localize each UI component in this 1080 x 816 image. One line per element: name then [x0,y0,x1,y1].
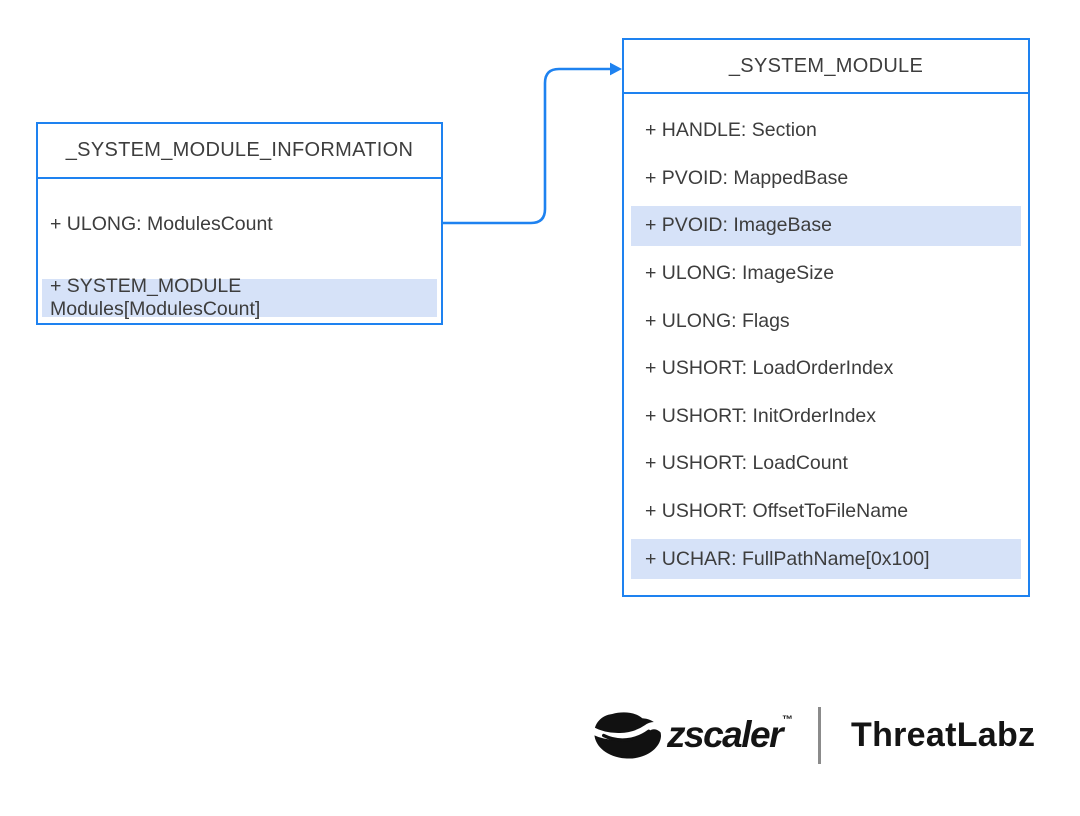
struct-field-row: + USHORT: LoadCount [645,452,848,475]
struct-field-row-highlighted: + SYSTEM_MODULE Modules[ModulesCount] [42,275,437,320]
struct-field-row: + USHORT: OffsetToFileName [645,500,909,523]
struct-box-system-module: _SYSTEM_MODULE + HANDLE: Section + PVOID… [622,38,1030,597]
struct-field-row: + USHORT: LoadOrderIndex [645,357,894,380]
brand-divider [818,706,821,764]
threatlabz-wordmark: ThreatLabz [851,715,1036,754]
struct-body: + ULONG: ModulesCount + SYSTEM_MODULE Mo… [38,202,441,320]
struct-field-row: + USHORT: InitOrderIndex [645,404,877,427]
struct-body: + HANDLE: Section + PVOID: MappedBase + … [624,94,1028,580]
struct-title: _SYSTEM_MODULE [624,40,1028,94]
struct-field-row: + HANDLE: Section [645,119,817,142]
brand-lockup: zscaler™ ThreatLabz [592,704,1035,766]
zscaler-cloud-swoosh-icon [592,711,664,759]
trademark-symbol: ™ [782,714,793,726]
struct-box-system-module-information: _SYSTEM_MODULE_INFORMATION + ULONG: Modu… [36,122,443,325]
struct-field-row: + PVOID: MappedBase [645,166,849,189]
zscaler-wordmark: zscaler™ [667,714,793,755]
struct-field-row: + ULONG: ModulesCount [50,212,273,235]
struct-field-row: + ULONG: Flags [645,309,790,332]
struct-field-row: + ULONG: ImageSize [645,262,835,285]
struct-title: _SYSTEM_MODULE_INFORMATION [38,124,441,179]
struct-field-row-highlighted: + UCHAR: FullPathName[0x100] [631,539,1021,580]
struct-field-row-highlighted: + PVOID: ImageBase [631,205,1021,246]
